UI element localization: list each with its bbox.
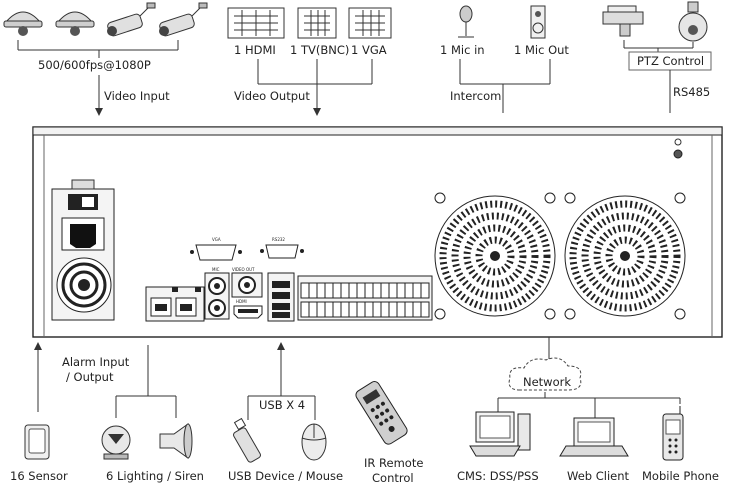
bnc-tv-monitor-icon (297, 7, 337, 39)
mouse-icon (301, 423, 327, 461)
mic-out-label: 1 Mic Out (514, 43, 569, 57)
sensor-label: 16 Sensor (10, 469, 68, 483)
rs232-port[interactable]: RS232 (260, 237, 304, 259)
power-switch-icon[interactable] (68, 194, 98, 210)
sensor-icon (24, 424, 50, 460)
mobile-phone-label: Mobile Phone (642, 469, 719, 483)
ir-remote-icon (355, 381, 408, 445)
network-cloud-icon (508, 357, 582, 391)
ir-remote-label-line2: Control (372, 471, 414, 485)
vga-output-label: 1 VGA (351, 43, 387, 57)
mobile-phone-icon (662, 406, 684, 461)
dome-camera-icon (55, 11, 95, 36)
bullet-camera-icon (107, 2, 156, 37)
power-socket-icon[interactable] (61, 217, 105, 251)
usb-drive-icon (233, 417, 261, 463)
usb-ports[interactable] (267, 272, 295, 322)
video-output-label: Video Output (234, 89, 310, 103)
bullet-camera-icon (159, 2, 208, 37)
lighting-icon (101, 425, 131, 460)
alarm-terminal-block[interactable] (297, 275, 433, 321)
speaker-icon (530, 5, 546, 39)
video-input-label: Video Input (104, 89, 170, 103)
ir-remote-label-line1: IR Remote (364, 456, 423, 470)
mic-port-label: MIC (212, 267, 220, 272)
fan-grille-icon (56, 257, 112, 313)
ground-screw-icon (673, 138, 683, 159)
ptz-control-label: PTZ Control (637, 54, 704, 68)
cms-label: CMS: DSS/PSS (457, 469, 539, 483)
usb-x4-label: USB X 4 (259, 398, 305, 412)
intercom-label: Intercom (450, 89, 501, 103)
usb-device-mouse-label: USB Device / Mouse (228, 469, 343, 483)
mic-in-label: 1 Mic in (440, 43, 485, 57)
mic-video-out-bnc[interactable]: MIC VIDEO OUT (204, 267, 263, 320)
video-out-port-label: VIDEO OUT (232, 267, 255, 272)
ptz-camera-icon (602, 5, 644, 37)
lighting-siren-label: 6 Lighting / Siren (106, 469, 204, 483)
ethernet-ports[interactable] (145, 286, 205, 322)
right-fan-grille-icon (564, 192, 686, 320)
rs485-label: RS485 (673, 85, 710, 99)
speed-dome-icon (678, 1, 708, 42)
cms-workstation-icon (469, 411, 531, 457)
hdmi-port-label: HDMI (236, 299, 247, 304)
hdmi-output-label: 1 HDMI (234, 43, 276, 57)
alarm-io-label-line2: / Output (66, 370, 114, 384)
vga-port[interactable]: VGA (190, 237, 242, 261)
laptop-icon (559, 417, 629, 457)
tv-bnc-output-label: 1 TV(BNC) (290, 43, 349, 57)
network-label: Network (523, 375, 571, 389)
hdmi-monitor-icon (227, 7, 285, 39)
siren-icon (159, 423, 193, 459)
web-client-label: Web Client (567, 469, 630, 483)
microphone-icon (458, 5, 474, 38)
hdmi-port[interactable]: HDMI (233, 299, 263, 319)
alarm-io-label-line1: Alarm Input (62, 355, 130, 369)
vga-monitor-icon (348, 7, 392, 39)
camera-resolution-label: 500/600fps@1080P (38, 58, 151, 72)
dome-camera-icon (3, 11, 43, 36)
vga-port-label: VGA (212, 237, 221, 242)
rs232-port-label: RS232 (272, 237, 285, 242)
left-fan-grille-icon (434, 192, 556, 320)
